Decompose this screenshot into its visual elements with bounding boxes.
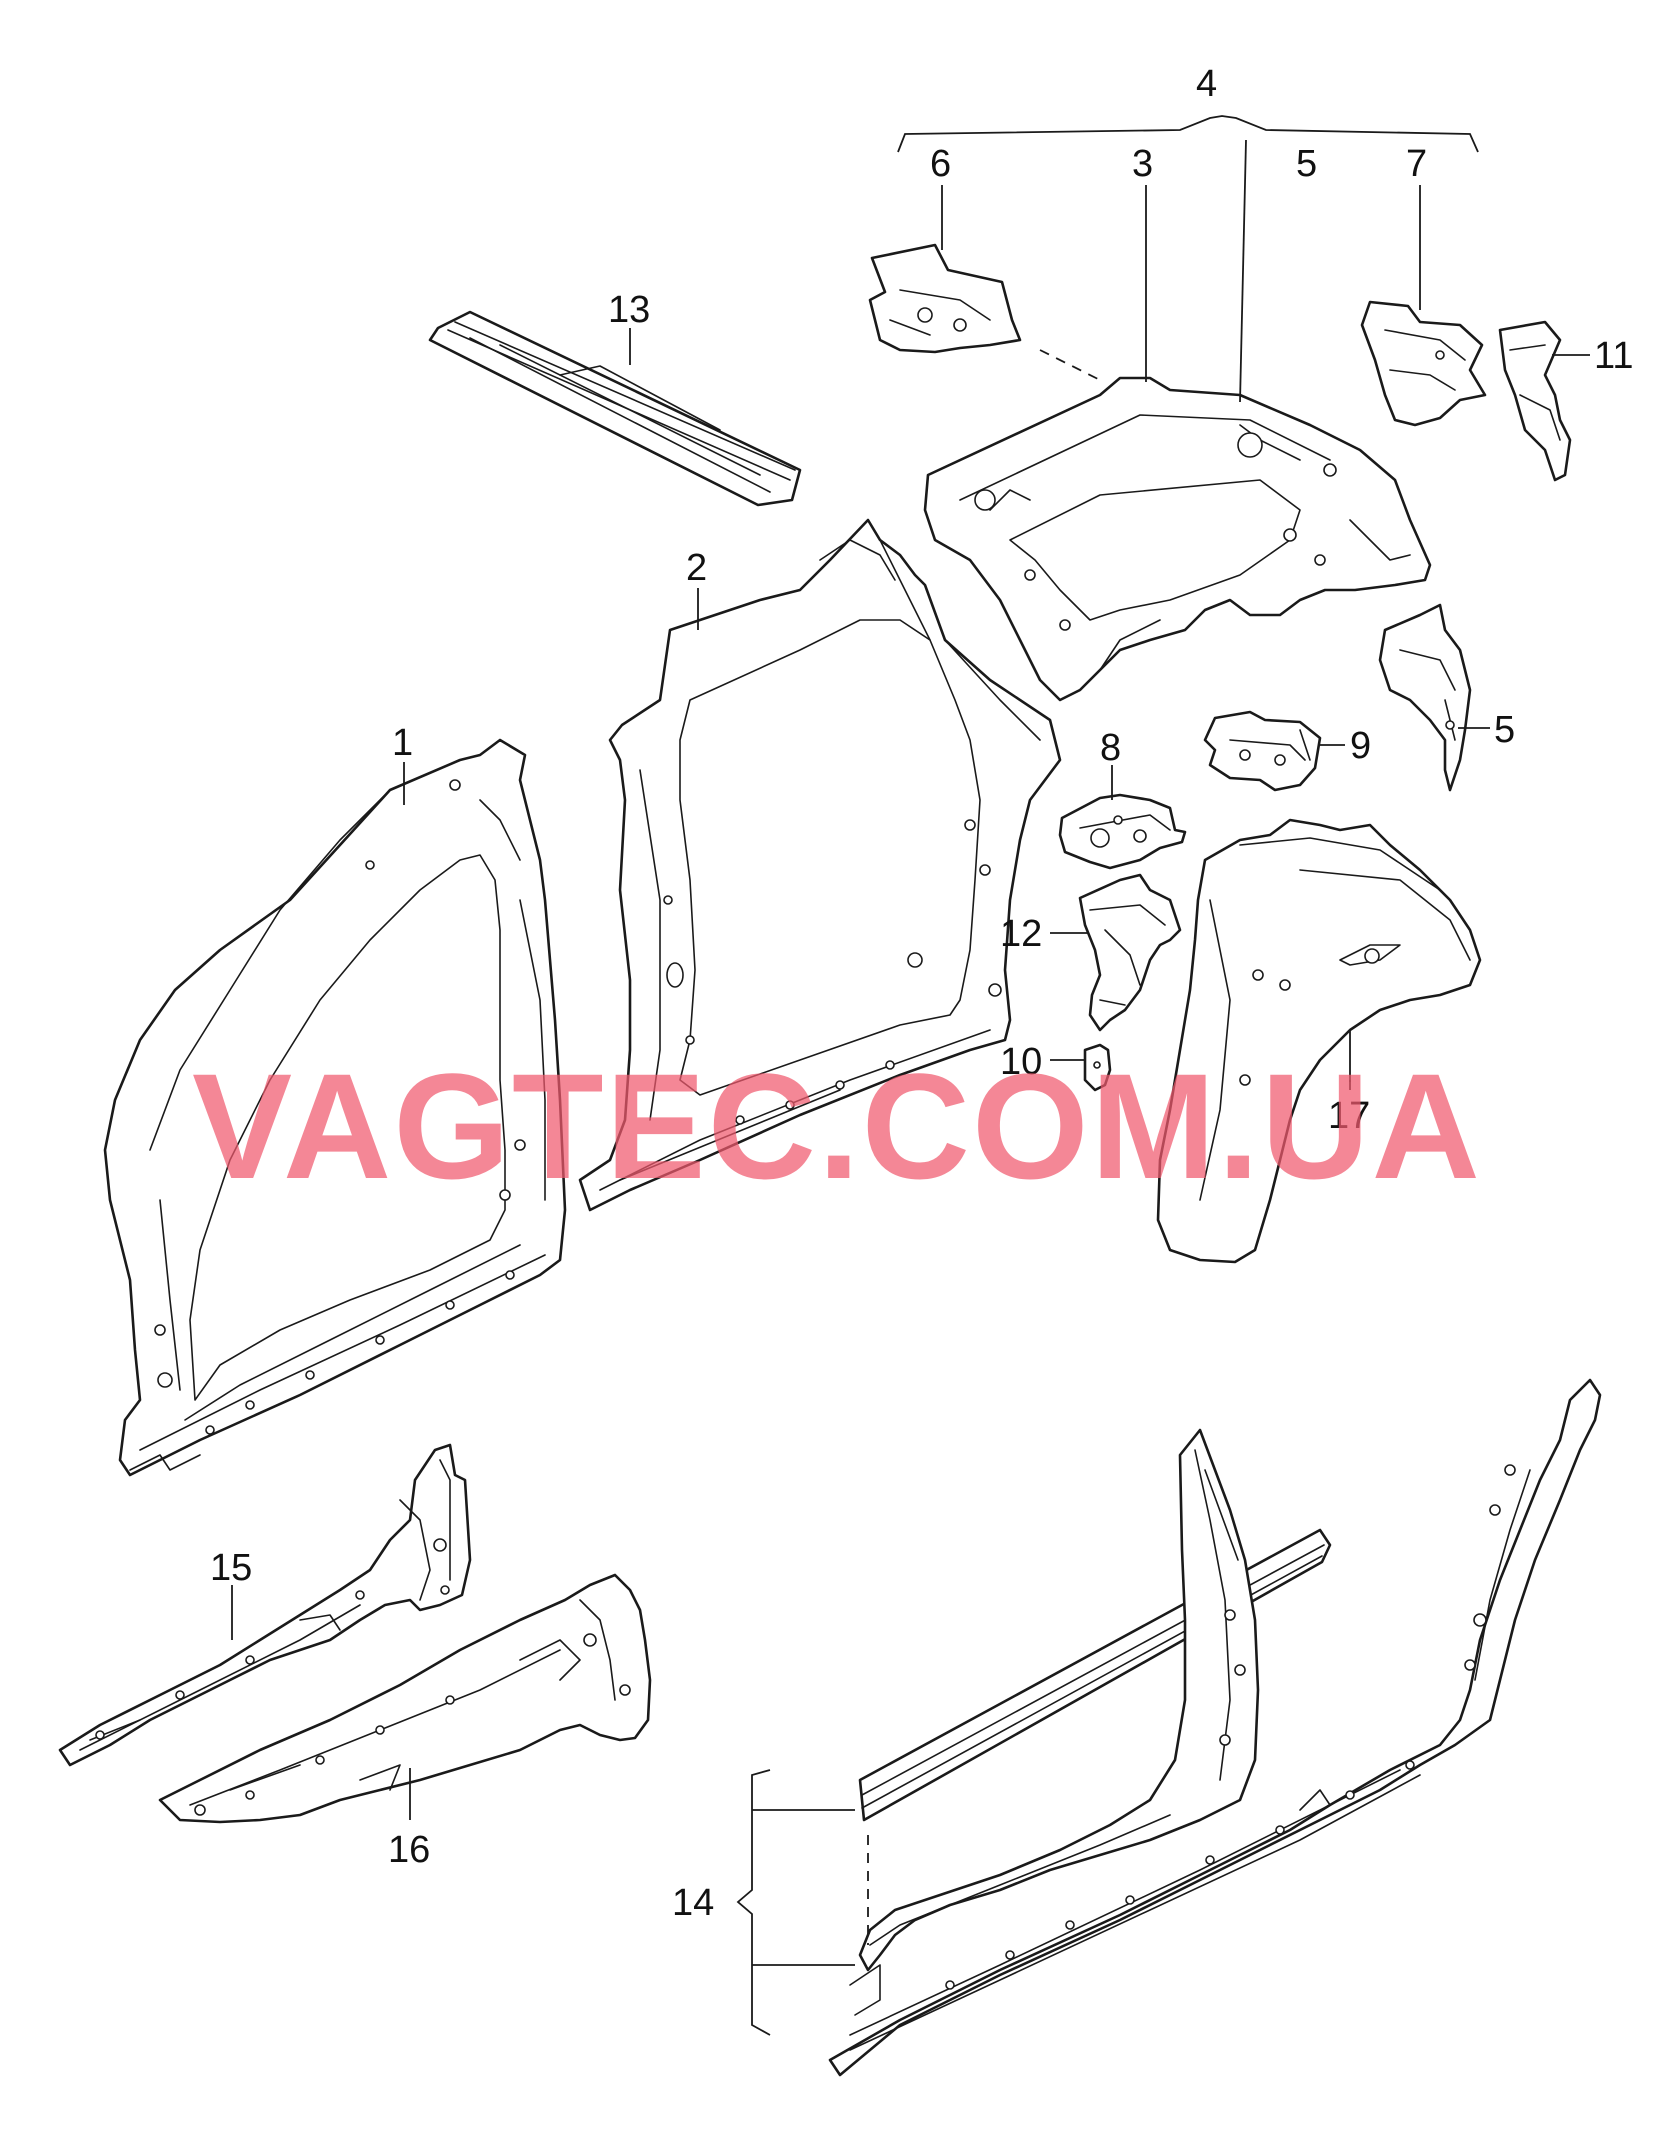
callout-14: 14 [672,1882,714,1924]
part-10-clip [1083,1043,1112,1092]
callout-17: 17 [1328,1095,1370,1137]
callout-10: 10 [1000,1041,1042,1083]
part-6-bracket [868,243,1022,354]
callout-1: 1 [392,722,413,764]
callout-9: 9 [1350,725,1371,767]
part-14-rocker-rail [858,1528,1332,1822]
bracket-14 [736,1769,771,2036]
callout-16: 16 [388,1829,430,1871]
part-3-quarter-panel-inner [923,376,1432,702]
callout-8: 8 [1100,727,1121,769]
callout-5-top: 5 [1296,143,1317,185]
part-2-rear-door-frame [578,518,1062,1212]
part-9-bracket [1203,710,1322,792]
part-13-roof-cross-member [428,310,802,507]
part-5-bracket [1378,603,1472,792]
part-14-sill-assembly [828,1378,1602,2077]
callout-6: 6 [930,143,951,185]
part-8-bracket [1058,793,1187,870]
part-17-wheel-arch [1156,818,1482,1264]
part-16-member [158,1573,652,1824]
callout-2: 2 [686,547,707,589]
leader-lines [231,115,1590,2036]
part-7-bracket [1360,300,1487,427]
callout-13: 13 [608,289,650,331]
bracket-4 [897,115,1479,153]
callout-3: 3 [1132,143,1153,185]
part-11-bracket [1498,320,1572,482]
part-12-bracket [1078,873,1182,1032]
callout-7: 7 [1406,143,1427,185]
callout-15: 15 [210,1547,252,1589]
callout-5-bracket: 5 [1494,709,1515,751]
callout-labels: 1 2 3 4 5 5 6 7 8 9 10 11 12 13 14 15 16… [210,63,1633,1924]
callout-4: 4 [1196,63,1217,105]
part-15-member [58,1443,472,1767]
part-1-front-side-frame [103,738,567,1477]
callout-11: 11 [1594,335,1633,377]
callout-12: 12 [1000,913,1042,955]
